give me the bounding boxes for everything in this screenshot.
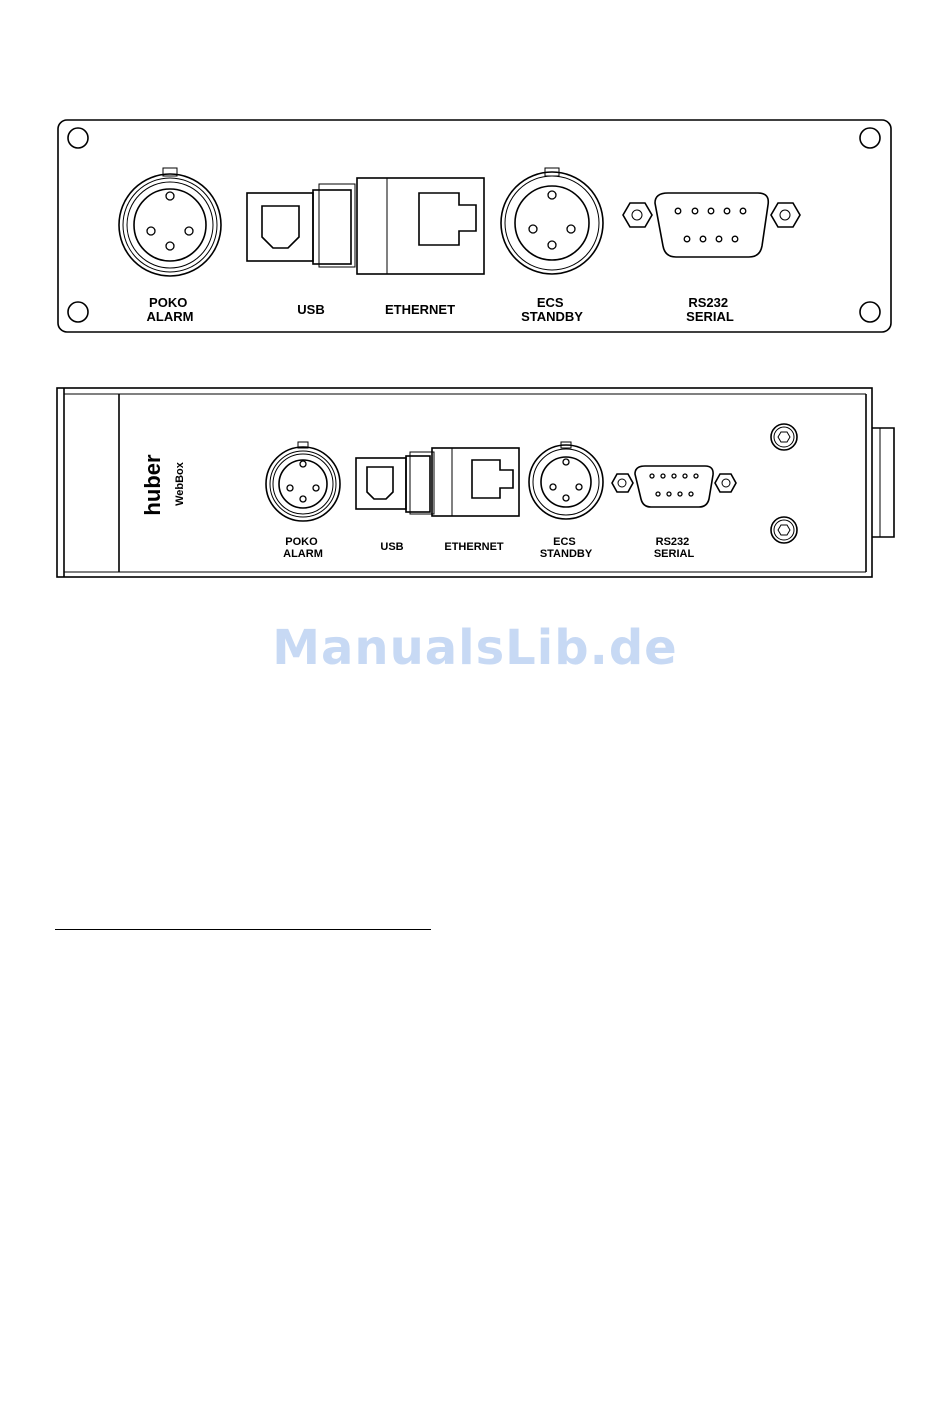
usb-connector-icon [247,184,355,267]
svg-text:RS232 SERIAL: RS232 SERIAL [686,295,734,324]
front-poko-label-line2: ALARM [147,309,194,324]
front-poko-label-line1: POKO [149,295,187,310]
mounting-hole-icon [860,128,880,148]
svg-text:ECS STANDBY: ECS STANDBY [540,536,593,560]
side-ethernet-connector-icon [432,448,519,516]
side-poko-label-line2: ALARM [283,548,323,560]
poko-alarm-connector-icon [119,168,221,276]
front-usb-label: USB [297,302,324,317]
svg-text:USB: USB [380,541,403,553]
side-rs232-label-line1: RS232 [656,536,690,548]
front-rs232-label-line1: RS232 [688,295,728,310]
side-rs232-label-line2: SERIAL [654,548,695,560]
mounting-hole-icon [860,302,880,322]
svg-text:RS232 SERIAL: RS232 SERIAL [654,536,695,560]
side-usb-connector-icon [356,452,434,514]
mounting-hole-icon [68,302,88,322]
svg-text:ECS STANDBY: ECS STANDBY [521,295,583,324]
side-poko-connector-icon [266,442,340,521]
side-poko-label-line1: POKO [285,536,318,548]
front-rs232-label-line2: SERIAL [686,309,734,324]
side-ecs-label-line2: STANDBY [540,548,593,560]
ecs-standby-connector-icon [501,168,603,274]
footnote-divider [55,929,431,930]
mounting-hole-icon [68,128,88,148]
svg-text:POKO ALARM: POKO ALARM [147,295,194,324]
side-rs232-db9-connector-icon [612,466,736,507]
svg-text:ETHERNET: ETHERNET [385,302,455,317]
front-ecs-label-line1: ECS [537,295,564,310]
side-ecs-connector-icon [529,442,603,519]
ethernet-connector-icon [357,178,484,274]
side-usb-label: USB [380,541,403,553]
rs232-db9-connector-icon [623,193,800,257]
front-panel: POKO ALARM USB ETHERNET ECS STANDBY RS23… [58,120,891,332]
hex-screw-icon [771,517,797,543]
side-panel: huber WebBox [57,388,894,577]
front-ethernet-label: ETHERNET [385,302,455,317]
svg-text:POKO ALARM: POKO ALARM [283,536,323,560]
product-name: WebBox [174,461,186,506]
watermark: ManualsLib.de [0,620,950,676]
side-ecs-label-line1: ECS [553,536,576,548]
svg-text:USB: USB [297,302,324,317]
hex-screw-icon [771,424,797,450]
svg-text:ETHERNET: ETHERNET [444,541,504,553]
brand-logo: huber [140,454,165,516]
front-ecs-label-line2: STANDBY [521,309,583,324]
side-ethernet-label: ETHERNET [444,541,504,553]
